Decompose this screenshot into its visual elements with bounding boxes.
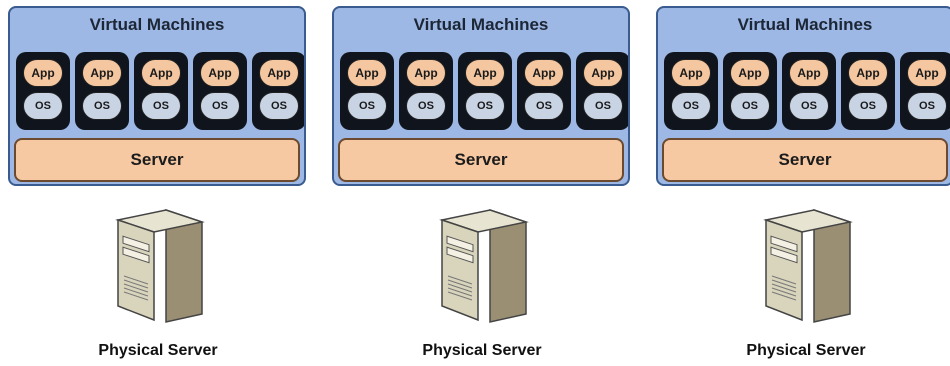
app-label: App: [848, 59, 888, 87]
os-label: OS: [347, 92, 387, 120]
app-label: App: [200, 59, 240, 87]
physical-server-label: Physical Server: [98, 342, 218, 359]
server-unit-3: Virtual Machines App OS App OS App OS Ap…: [648, 0, 950, 366]
os-label: OS: [23, 92, 63, 120]
os-label: OS: [406, 92, 446, 120]
vm-row: App OS App OS App OS App OS App OS: [16, 52, 304, 130]
virtual-machine: App OS: [340, 52, 394, 130]
server-bar: Server: [14, 138, 300, 182]
server-tower-icon: [115, 208, 205, 323]
virtual-machine: App OS: [252, 52, 304, 130]
server-bar: Server: [338, 138, 624, 182]
virtual-machines-title: Virtual Machines: [89, 15, 225, 34]
os-label: OS: [583, 92, 623, 120]
physical-server-label: Physical Server: [746, 342, 866, 359]
app-label: App: [82, 59, 122, 87]
os-label: OS: [848, 92, 888, 120]
app-label: App: [907, 59, 947, 87]
app-label: App: [583, 59, 623, 87]
os-label: OS: [671, 92, 711, 120]
virtual-machine: App OS: [841, 52, 895, 130]
virtual-machines-title: Virtual Machines: [413, 15, 549, 34]
app-label: App: [141, 59, 181, 87]
os-label: OS: [789, 92, 829, 120]
virtual-machine: App OS: [399, 52, 453, 130]
server-bar: Server: [662, 138, 948, 182]
virtual-machine: App OS: [134, 52, 188, 130]
app-label: App: [789, 59, 829, 87]
vm-row: App OS App OS App OS App OS App OS: [340, 52, 628, 130]
server-tower-icon: [763, 208, 853, 323]
os-label: OS: [730, 92, 770, 120]
virtual-machine: App OS: [517, 52, 571, 130]
app-label: App: [23, 59, 63, 87]
os-label: OS: [141, 92, 181, 120]
physical-server-label: Physical Server: [422, 342, 542, 359]
app-label: App: [259, 59, 299, 87]
virtual-machine: App OS: [75, 52, 129, 130]
app-label: App: [406, 59, 446, 87]
os-label: OS: [259, 92, 299, 120]
app-label: App: [465, 59, 505, 87]
os-label: OS: [200, 92, 240, 120]
server-unit-2: Virtual Machines App OS App OS App OS Ap…: [324, 0, 640, 366]
app-label: App: [347, 59, 387, 87]
virtual-machines-panel: Virtual Machines App OS App OS App OS Ap…: [8, 6, 306, 186]
virtual-machine: App OS: [664, 52, 718, 130]
app-label: App: [671, 59, 711, 87]
virtual-machine: App OS: [16, 52, 70, 130]
os-label: OS: [907, 92, 947, 120]
virtual-machine: App OS: [458, 52, 512, 130]
virtual-machine: App OS: [723, 52, 777, 130]
virtual-machines-panel: Virtual Machines App OS App OS App OS Ap…: [656, 6, 950, 186]
virtual-machine: App OS: [576, 52, 628, 130]
server-unit-1: Virtual Machines App OS App OS App OS Ap…: [0, 0, 316, 366]
virtual-machine: App OS: [782, 52, 836, 130]
os-label: OS: [465, 92, 505, 120]
virtual-machines-title: Virtual Machines: [737, 15, 873, 34]
server-tower-icon: [439, 208, 529, 323]
virtual-machine: App OS: [193, 52, 247, 130]
app-label: App: [730, 59, 770, 87]
virtual-machines-panel: Virtual Machines App OS App OS App OS Ap…: [332, 6, 630, 186]
virtual-machine: App OS: [900, 52, 950, 130]
app-label: App: [524, 59, 564, 87]
vm-row: App OS App OS App OS App OS App OS: [664, 52, 950, 130]
os-label: OS: [82, 92, 122, 120]
os-label: OS: [524, 92, 564, 120]
